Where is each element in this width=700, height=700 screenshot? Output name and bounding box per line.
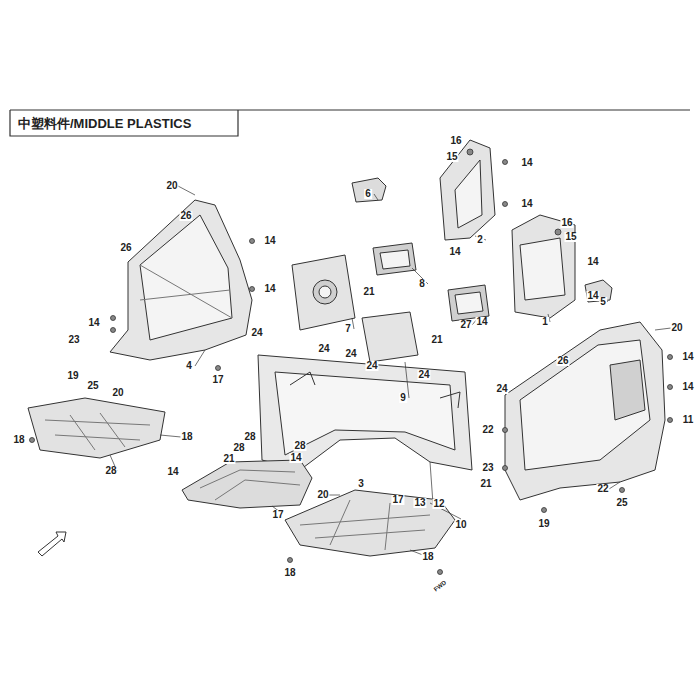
callout-number: 4 [185,361,193,371]
callout-number: 16 [560,218,573,228]
callout-number: 18 [283,568,296,578]
callout-number: 13 [413,498,426,508]
callout-number: 18 [180,432,193,442]
callout-number: 28 [232,443,245,453]
callout-number: 14 [87,318,100,328]
callout-number: 15 [564,232,577,242]
callout-number: 14 [681,352,694,362]
callout-number: 19 [537,519,550,529]
callout-number: 14 [166,467,179,477]
callout-number: 14 [263,284,276,294]
callout-number: 14 [263,236,276,246]
callout-number: 23 [67,335,80,345]
callout-number: 21 [362,287,375,297]
callout-number: 20 [111,388,124,398]
callout-number: 18 [12,435,25,445]
callout-number: 22 [481,425,494,435]
callout-number: 16 [449,136,462,146]
callout-number: 24 [250,328,263,338]
diagram-title: 中塑料件/MIDDLE PLASTICS [18,115,191,133]
callout-number: 26 [119,243,132,253]
callout-number: 22 [596,484,609,494]
callout-number: 12 [432,499,445,509]
callout-number: 14 [289,453,302,463]
callout-number: 14 [520,158,533,168]
callout-number: 25 [86,381,99,391]
callout-number: 27 [459,320,472,330]
callout-number: 28 [243,432,256,442]
callout-number: 7 [344,324,352,334]
callout-number: 8 [418,279,426,289]
callout-number: 20 [670,323,683,333]
callout-number: 21 [430,335,443,345]
callout-number: 10 [454,520,467,530]
callout-number: 14 [520,199,533,209]
callout-number: 25 [615,498,628,508]
callout-number: 14 [586,291,599,301]
callout-number: FWD [432,579,448,593]
callout-number: 5 [599,297,607,307]
callout-number: 6 [364,189,372,199]
callout-number: 14 [475,317,488,327]
callout-number: 24 [365,361,378,371]
callout-number: 17 [271,510,284,520]
callout-number: 17 [391,495,404,505]
callout-number: 28 [104,466,117,476]
callout-number: 14 [448,247,461,257]
callout-number: 24 [417,370,430,380]
callout-number: 18 [421,552,434,562]
callout-number: 26 [179,211,192,221]
callout-number: 9 [399,393,407,403]
callout-number: 21 [479,479,492,489]
callout-number: 23 [481,463,494,473]
callout-number: 21 [222,454,235,464]
callout-number: 20 [316,490,329,500]
callout-number: 15 [445,152,458,162]
callout-number: 24 [344,349,357,359]
callout-number: 2 [476,235,484,245]
callout-number: 11 [682,415,695,425]
callout-number: 26 [556,356,569,366]
callout-number: 14 [586,257,599,267]
callout-number: 24 [317,344,330,354]
callout-number: 19 [66,371,79,381]
callout-number: 20 [165,181,178,191]
callout-number: 1 [541,317,549,327]
callout-number: 17 [211,375,224,385]
callout-number: 24 [495,384,508,394]
callout-number: 14 [681,382,694,392]
callout-number: 3 [357,479,365,489]
callout-number: 28 [293,441,306,451]
